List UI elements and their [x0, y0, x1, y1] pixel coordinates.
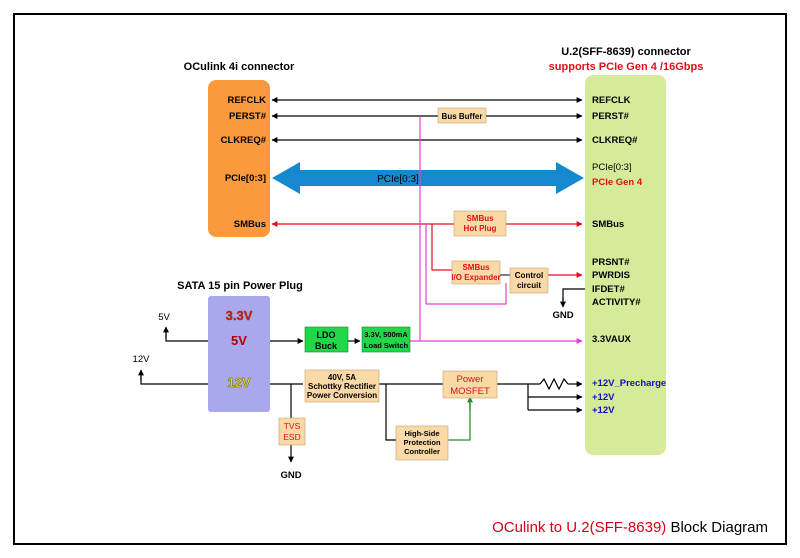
diagram-title-part2: Block Diagram	[666, 519, 768, 536]
ldo-buck-label-1: LDO	[317, 330, 336, 340]
hsp-label-2: Protection	[403, 438, 441, 447]
u2-pin-3v3aux: 3.3VAUX	[592, 334, 632, 345]
schottky-label-1: 40V, 5A	[328, 373, 356, 382]
ldo-buck-label-2: Buck	[315, 341, 338, 351]
expander-control-net	[426, 283, 507, 305]
u2-pin-perst: PERST#	[592, 111, 630, 122]
load-switch-label-2: Load Switch	[364, 341, 409, 350]
12v-input-line	[140, 374, 208, 385]
oculink-pin-perst: PERST#	[229, 111, 267, 122]
5v-label: 5V	[158, 312, 170, 323]
bus-buffer-block	[437, 107, 487, 124]
load-switch-label-1: 3.3V, 500mA	[364, 330, 408, 339]
oculink-heading: OCulink 4i connector	[184, 61, 295, 73]
smbus-io-expander-block	[451, 260, 501, 285]
12v-label: 12V	[133, 354, 151, 365]
u2-pin-pwrdis: PWRDIS	[592, 270, 630, 281]
load-switch-block	[361, 326, 411, 353]
ldo-buck-block	[304, 326, 349, 353]
tvs-esd-block	[278, 417, 306, 446]
u2-pin-clkreq: CLKREQ#	[592, 135, 638, 146]
schottky-label-2: Schottky Rectifier	[308, 382, 376, 391]
u2-pin-refclk: REFCLK	[592, 95, 631, 106]
sata-heading: SATA 15 pin Power Plug	[177, 280, 303, 292]
precharge-resistor-icon	[539, 377, 569, 391]
power-mosfet-label-2: MOSFET	[450, 386, 490, 397]
pcie-lane-arrow	[272, 162, 584, 194]
smbus-to-expander-line	[431, 224, 452, 271]
sata-power-plug-body	[208, 296, 270, 412]
hsp-label-1: High-Side	[405, 429, 440, 438]
u2-pin-12v-precharge: +12V_Precharge	[592, 378, 666, 389]
u2-heading: U.2(SFF-8639) connector	[561, 46, 691, 58]
hsp-label-3: Controller	[404, 447, 440, 456]
diagram-frame	[13, 13, 787, 545]
pcie-arrow-label: PCIe[0:3]	[377, 174, 419, 185]
u2-connector-body	[585, 75, 666, 455]
u2-pin-ifdet: IFDET#	[592, 284, 625, 295]
control-circuit-block	[509, 267, 549, 294]
control-circuit-label-2: circuit	[517, 281, 541, 290]
smbus-io-label-2: I/O Expander	[451, 273, 500, 282]
sata-rail-5v: 5V	[231, 333, 247, 348]
smbus-hotplug-block	[453, 210, 507, 237]
u2-pin-12v-b: +12V	[592, 405, 615, 416]
bus-buffer-label: Bus Buffer	[442, 112, 483, 121]
oculink-pin-clkreq: CLKREQ#	[221, 135, 267, 146]
gnd-label-left: GND	[280, 470, 301, 481]
schottky-to-hsp-line	[385, 384, 396, 441]
oculink-connector-body	[208, 80, 270, 237]
smbus-hotplug-label-1: SMBus	[466, 214, 494, 223]
smbus-io-label-1: SMBus	[462, 263, 490, 272]
sata-rail-12v: 12V	[227, 375, 250, 390]
power-mosfet-label-1: Power	[457, 374, 484, 385]
gnd-label-right: GND	[552, 310, 573, 321]
control-circuit-label-1: Control	[515, 271, 543, 280]
u2-pin-activity: ACTIVITY#	[592, 297, 641, 308]
sata-rail-3v3: 3.3V	[226, 308, 253, 323]
smbus-hotplug-label-2: Hot Plug	[464, 224, 497, 233]
power-mosfet-block	[442, 370, 498, 399]
u2-pin-pcie-gen: PCIe Gen 4	[592, 177, 643, 188]
oculink-pin-smbus: SMBus	[234, 219, 266, 230]
oculink-pin-refclk: REFCLK	[227, 95, 266, 106]
diagram-title-part1: OCulink to U.2(SFF-8639)	[492, 519, 666, 536]
esd-label: ESD	[283, 432, 300, 442]
u2-pin-smbus: SMBus	[592, 219, 624, 230]
ifdet-gnd-line	[562, 288, 585, 305]
5v-input-line	[165, 329, 208, 342]
diagram-title: OCulink to U.2(SFF-8639) Block Diagram	[492, 519, 768, 536]
u2-pin-pcie: PCIe[0:3]	[592, 162, 632, 173]
u2-pin-12v-a: +12V	[592, 392, 615, 403]
hsp-gate-line	[448, 398, 471, 441]
oculink-pin-pcie: PCIe[0:3]	[225, 173, 266, 184]
schottky-label-3: Power Conversion	[307, 391, 377, 400]
schottky-rectifier-block	[304, 369, 380, 403]
high-side-protection-block	[395, 425, 449, 461]
tvs-label: TVS	[284, 421, 301, 431]
u2-pin-prsnt: PRSNT#	[592, 257, 630, 268]
u2-subheading: supports PCIe Gen 4 /16Gbps	[549, 61, 704, 73]
